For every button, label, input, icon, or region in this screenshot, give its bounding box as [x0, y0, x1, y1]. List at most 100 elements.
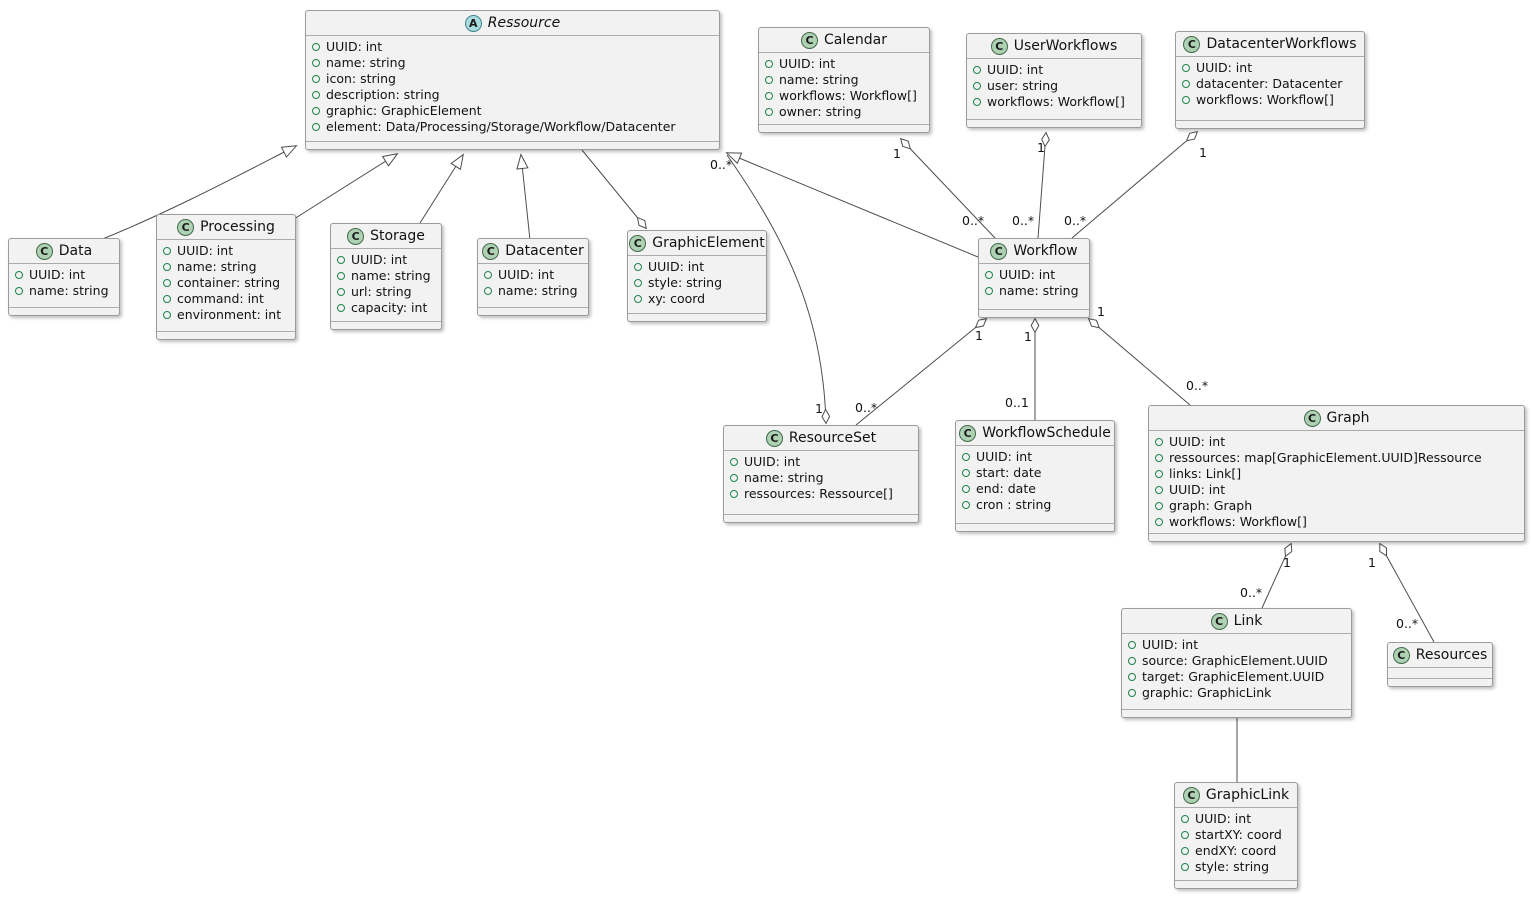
- class-icon: C: [1303, 409, 1321, 427]
- attribute-row: ressources: map[GraphicElement.UUID]Ress…: [1155, 450, 1518, 466]
- class-calendar: C Calendar UUID: int name: string workfl…: [758, 27, 930, 133]
- class-icon: C: [35, 242, 53, 260]
- methods-compartment: [478, 308, 588, 315]
- attribute-row: ressources: Ressource[]: [730, 486, 912, 502]
- class-userworkflows: C UserWorkflows UUID: int user: string w…: [966, 33, 1142, 128]
- field-icon: [730, 458, 738, 466]
- field-icon: [484, 287, 492, 295]
- class-resources-header: C Resources: [1388, 643, 1492, 668]
- attribute-row: name: string: [163, 259, 289, 275]
- field-icon: [163, 295, 171, 303]
- class-name: Workflow: [1013, 243, 1078, 259]
- attribute-row: name: string: [484, 283, 582, 299]
- class-datacenter-header: C Datacenter: [478, 239, 588, 264]
- class-graphiclink-header: C GraphicLink: [1175, 783, 1297, 808]
- multiplicity-label: 0..*: [1396, 616, 1419, 631]
- field-icon: [973, 82, 981, 90]
- attribute-row: graphic: GraphicElement: [312, 103, 713, 119]
- attributes-compartment: UUID: int name: string icon: string desc…: [306, 36, 719, 142]
- class-name: Datacenter: [505, 243, 584, 259]
- field-icon: [962, 469, 970, 477]
- attribute-row: graph: Graph: [1155, 498, 1518, 514]
- attribute-row: UUID: int: [973, 62, 1135, 78]
- field-icon: [765, 76, 773, 84]
- attribute-row: xy: coord: [634, 291, 760, 307]
- field-icon: [973, 98, 981, 106]
- field-icon: [1128, 657, 1136, 665]
- field-icon: [337, 304, 345, 312]
- attributes-compartment: UUID: int name: string: [979, 264, 1089, 310]
- attributes-compartment: [1388, 668, 1492, 679]
- attribute-row: UUID: int: [634, 259, 760, 275]
- attribute-row: start: date: [962, 465, 1108, 481]
- edge-aggregation-workflow-graph: [1089, 319, 1191, 406]
- multiplicity-label: 1: [1368, 555, 1376, 570]
- field-icon: [1182, 96, 1190, 104]
- class-icon: C: [347, 227, 365, 245]
- class-link: C Link UUID: int source: GraphicElement.…: [1121, 608, 1352, 718]
- attribute-row: cron : string: [962, 497, 1108, 513]
- attributes-compartment: UUID: int name: string workflows: Workfl…: [759, 53, 929, 125]
- class-icon: C: [1182, 786, 1200, 804]
- class-graphicelement-header: C GraphicElement: [628, 231, 766, 256]
- field-icon: [1181, 815, 1189, 823]
- field-icon: [1128, 641, 1136, 649]
- attribute-row: UUID: int: [765, 56, 923, 72]
- attributes-compartment: UUID: int source: GraphicElement.UUID ta…: [1122, 634, 1351, 710]
- field-icon: [484, 271, 492, 279]
- class-icon: C: [959, 424, 977, 442]
- class-name: Storage: [370, 228, 425, 244]
- edge-aggregation-datacenterworkflows-workflow: [1071, 132, 1197, 239]
- attribute-row: workflows: Workflow[]: [973, 94, 1135, 110]
- multiplicity-label: 0..*: [1240, 585, 1263, 600]
- field-icon: [962, 453, 970, 461]
- class-icon: C: [1183, 35, 1201, 53]
- class-link-header: C Link: [1122, 609, 1351, 634]
- class-processing: C Processing UUID: int name: string cont…: [156, 214, 296, 340]
- field-icon: [634, 279, 642, 287]
- methods-compartment: [306, 142, 719, 149]
- class-icon: C: [1392, 646, 1410, 664]
- attribute-row: UUID: int: [962, 449, 1108, 465]
- attributes-compartment: UUID: int startXY: coord endXY: coord st…: [1175, 808, 1297, 881]
- attribute-row: command: int: [163, 291, 289, 307]
- attribute-row: end: date: [962, 481, 1108, 497]
- multiplicity-label: 0..1: [1005, 395, 1029, 410]
- class-name: DatacenterWorkflows: [1206, 36, 1357, 52]
- multiplicity-label: 1: [893, 146, 901, 161]
- edge-generalization-datacenter-ressource: [516, 153, 531, 241]
- multiplicity-label: 1: [1037, 140, 1045, 155]
- class-ressource-header: A Ressource: [306, 11, 719, 36]
- field-icon: [1128, 673, 1136, 681]
- attribute-row: url: string: [337, 284, 435, 300]
- attribute-row: UUID: int: [1182, 60, 1358, 76]
- class-name: Graph: [1326, 410, 1370, 426]
- attributes-compartment: UUID: int ressources: map[GraphicElement…: [1149, 431, 1524, 534]
- attributes-compartment: UUID: int start: date end: date cron : s…: [956, 446, 1114, 524]
- attribute-row: element: Data/Processing/Storage/Workflo…: [312, 119, 713, 135]
- class-icon: C: [629, 234, 647, 252]
- class-graphicelement: C GraphicElement UUID: int style: string…: [627, 230, 767, 322]
- field-icon: [730, 474, 738, 482]
- class-userworkflows-header: C UserWorkflows: [967, 34, 1141, 59]
- multiplicity-label: 0..*: [1064, 213, 1087, 228]
- attribute-row: UUID: int: [1181, 811, 1291, 827]
- attribute-row: links: Link[]: [1155, 466, 1518, 482]
- attribute-row: UUID: int: [15, 267, 113, 283]
- field-icon: [1155, 486, 1163, 494]
- field-icon: [163, 263, 171, 271]
- attribute-row: name: string: [765, 72, 923, 88]
- methods-compartment: [979, 310, 1089, 317]
- multiplicity-label: 0..*: [855, 400, 878, 415]
- multiplicity-label: 0..*: [1186, 378, 1209, 393]
- attributes-compartment: UUID: int name: string url: string capac…: [331, 249, 441, 322]
- field-icon: [15, 271, 23, 279]
- attribute-row: container: string: [163, 275, 289, 291]
- field-icon: [985, 287, 993, 295]
- edge-aggregation-graph-link: [1261, 544, 1291, 609]
- attribute-row: UUID: int: [312, 39, 713, 55]
- attribute-row: workflows: Workflow[]: [1182, 92, 1358, 108]
- field-icon: [1182, 80, 1190, 88]
- attributes-compartment: UUID: int name: string: [478, 264, 588, 308]
- attribute-row: target: GraphicElement.UUID: [1128, 669, 1345, 685]
